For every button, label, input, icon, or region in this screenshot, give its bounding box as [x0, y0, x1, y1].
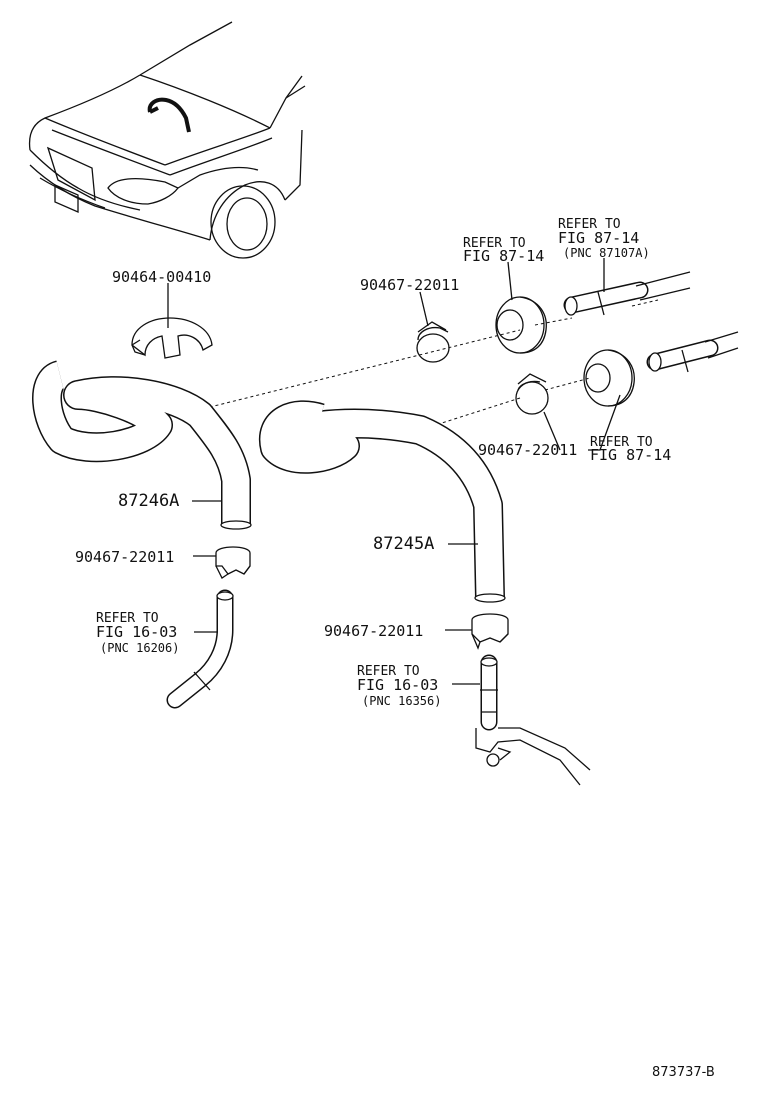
car-front-illustration	[28, 21, 306, 259]
ref-right-line2: FIG 16-03	[357, 676, 438, 694]
ref-left-line2: FIG 16-03	[96, 623, 177, 641]
label-clamp-right: 90467-22011	[324, 622, 423, 640]
ref-b-line2: FIG 87-14	[558, 229, 639, 247]
label-clamp-upper: 90467-22011	[360, 276, 459, 294]
label-hose-87245a: 87245A	[373, 534, 434, 554]
ref-c-line2: FIG 87-14	[590, 446, 671, 464]
ref-a-line1: REFER TO	[463, 236, 526, 251]
ref-c-line1: REFER TO	[590, 435, 653, 450]
hose-clamp-mid-icon	[515, 373, 549, 415]
ref-right-line1: REFER TO	[357, 664, 420, 679]
label-grommet-clip: 90464-00410	[112, 268, 211, 286]
diagram-code: 873737-B	[652, 1065, 715, 1080]
pipe-lower-left-icon	[166, 589, 234, 709]
ref-a-line2: FIG 87-14	[463, 247, 544, 265]
hose-clamp-right-icon	[471, 613, 509, 650]
grommet-mid-icon	[583, 349, 635, 407]
grommet-upper-icon	[495, 296, 547, 354]
ref-b-line1: REFER TO	[558, 217, 621, 232]
ref-left-line3: (PNC 16206)	[100, 641, 179, 655]
pipe-mid-icon	[646, 331, 739, 373]
ref-right-line3: (PNC 16356)	[362, 694, 441, 708]
label-hose-87246a: 87246A	[118, 491, 179, 511]
grommet-clip-icon	[131, 317, 213, 359]
label-clamp-mid-right: 90467-22011	[478, 441, 577, 459]
pipe-lower-right-icon	[475, 654, 591, 786]
ref-b-line3: (PNC 87107A)	[563, 246, 650, 260]
pipe-upper-icon	[563, 271, 691, 316]
hose-87245a	[258, 400, 506, 603]
hose-87246a	[32, 360, 252, 530]
ref-left-line1: REFER TO	[96, 611, 159, 626]
label-clamp-left: 90467-22011	[75, 548, 174, 566]
hose-clamp-left-icon	[215, 546, 251, 579]
hose-clamp-icon	[416, 321, 450, 363]
